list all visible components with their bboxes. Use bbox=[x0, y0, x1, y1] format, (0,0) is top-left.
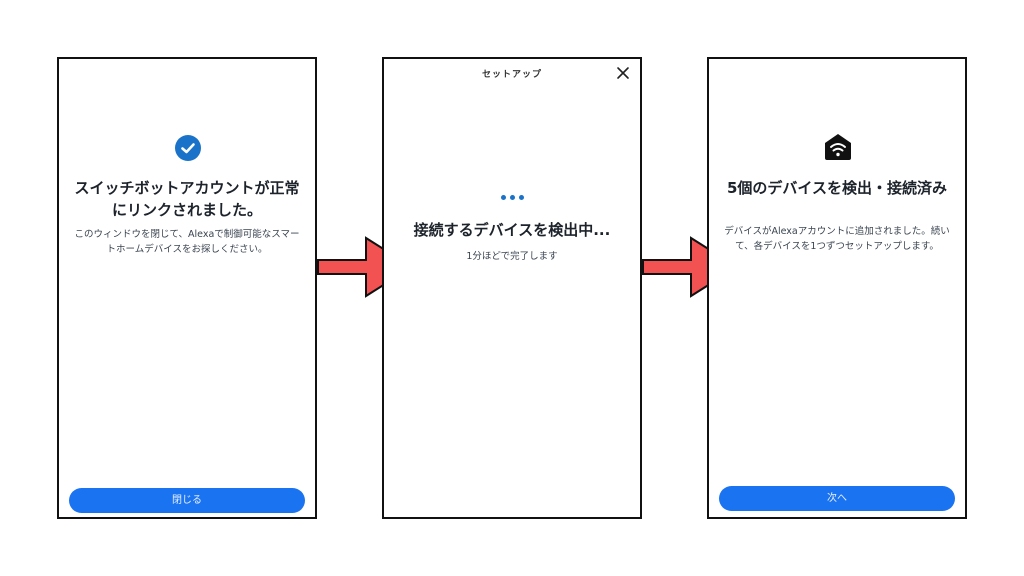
loading-dots-icon bbox=[384, 185, 640, 204]
close-icon[interactable] bbox=[616, 66, 630, 80]
devices-found-screen: 5個のデバイスを検出・接続済み デバイスがAlexaアカウントに追加されました。… bbox=[707, 57, 967, 519]
page-title: スイッチボットアカウントが正常にリンクされました。 bbox=[74, 179, 300, 219]
close-button[interactable]: 閉じる bbox=[69, 488, 305, 513]
page-title: 5個のデバイスを検出・接続済み bbox=[727, 179, 947, 197]
check-circle-icon bbox=[175, 135, 201, 161]
link-success-screen: スイッチボットアカウントが正常にリンクされました。 このウィンドウを閉じて、Al… bbox=[57, 57, 317, 519]
smart-home-wifi-icon bbox=[825, 134, 851, 160]
description-text: デバイスがAlexaアカウントに追加されました。続いて、各デバイスを1つずつセッ… bbox=[724, 226, 950, 252]
description-text: 1分ほどで完了します bbox=[466, 251, 558, 262]
page-title: 接続するデバイスを検出中... bbox=[413, 221, 611, 239]
device-discovery-screen: セットアップ 接続するデバイスを検出中... 1分ほどで完了します bbox=[382, 57, 642, 519]
header-title: セットアップ bbox=[481, 70, 542, 80]
description-text: このウィンドウを閉じて、Alexaで制御可能なスマートホームデバイスをお探しくだ… bbox=[74, 229, 300, 255]
next-button[interactable]: 次へ bbox=[719, 486, 955, 511]
